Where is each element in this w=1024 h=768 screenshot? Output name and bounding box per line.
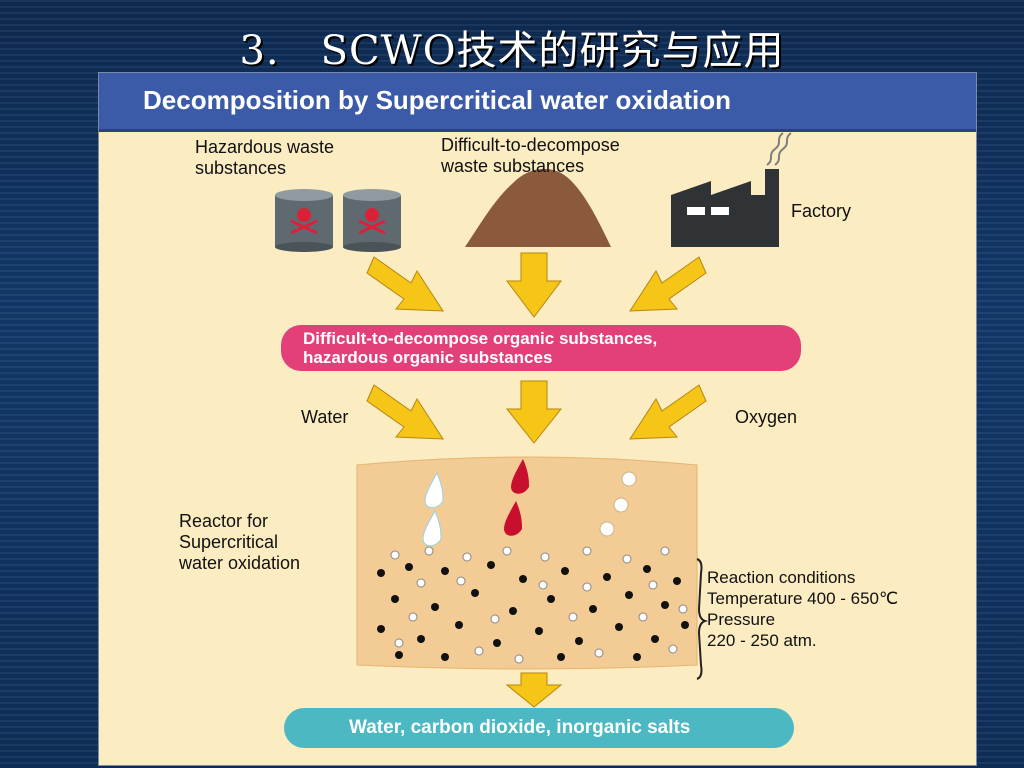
- difficult-waste-line1: Difficult-to-decompose: [441, 135, 620, 155]
- oxygen-input-label: Oxygen: [735, 407, 798, 427]
- conditions-line2: Temperature 400 - 650℃: [707, 589, 899, 608]
- barrel-icon-1: [275, 189, 333, 252]
- red-drop-icon-1: [511, 459, 529, 494]
- water-input-label: Water: [301, 407, 349, 427]
- factory-icon: [671, 132, 792, 247]
- reaction-conditions-label: Reaction conditions Temperature 400 - 65…: [707, 567, 898, 651]
- organic-substances-pill: Difficult-to-decompose organic substance…: [281, 325, 801, 371]
- arrow-icon-top-center: [506, 252, 562, 318]
- output-arrow-icon: [505, 672, 563, 708]
- hazardous-waste-line2: substances: [195, 158, 287, 178]
- hazardous-waste-label: Hazardous waste substances: [195, 137, 334, 179]
- water-drop-icon-1: [424, 471, 444, 509]
- factory-label: Factory: [791, 201, 852, 221]
- slide-title: 3. SCWO技术的研究与应用: [239, 28, 785, 74]
- difficult-waste-label: Difficult-to-decompose waste substances: [441, 135, 620, 177]
- conditions-brace-icon: [696, 558, 709, 680]
- barrel-icon-2: [343, 189, 401, 252]
- oxygen-bubbles: [599, 471, 637, 537]
- arrow-icon-water: [366, 384, 444, 440]
- arrow-icon-top-right: [629, 256, 707, 312]
- reactor-vessel-icon: [356, 456, 698, 670]
- organic-substances-line1: Difficult-to-decompose organic substance…: [303, 329, 658, 348]
- arrow-icon-top-left: [366, 256, 444, 312]
- reactor-particles: [377, 546, 689, 664]
- difficult-waste-line2: waste substances: [441, 156, 585, 176]
- hazardous-waste-line1: Hazardous waste: [195, 137, 335, 157]
- reactor-line2: Supercritical: [179, 532, 279, 552]
- figure-header-text: Decomposition by Supercritical water oxi…: [143, 85, 732, 115]
- red-drop-icon-2: [504, 501, 522, 536]
- arrow-icon-oxygen: [629, 384, 707, 440]
- output-pill: Water, carbon dioxide, inorganic salts: [284, 708, 794, 748]
- figure-header: Decomposition by Supercritical water oxi…: [99, 73, 976, 132]
- conditions-line4: 220 - 250 atm.: [707, 631, 817, 650]
- reactor-line1: Reactor for: [179, 511, 269, 531]
- diagram-art: [275, 132, 792, 708]
- waste-mound-icon: [465, 168, 611, 247]
- conditions-line3: Pressure: [707, 610, 776, 629]
- reactor-label: Reactor for Supercritical water oxidatio…: [179, 511, 300, 574]
- reactor-line3: water oxidation: [179, 553, 301, 573]
- water-drop-icon-2: [422, 509, 442, 547]
- organic-substances-line2: hazardous organic substances: [303, 348, 553, 367]
- arrow-icon-middle: [505, 380, 563, 444]
- diagram-figure: Decomposition by Supercritical water oxi…: [98, 72, 977, 766]
- conditions-line1: Reaction conditions: [707, 568, 856, 587]
